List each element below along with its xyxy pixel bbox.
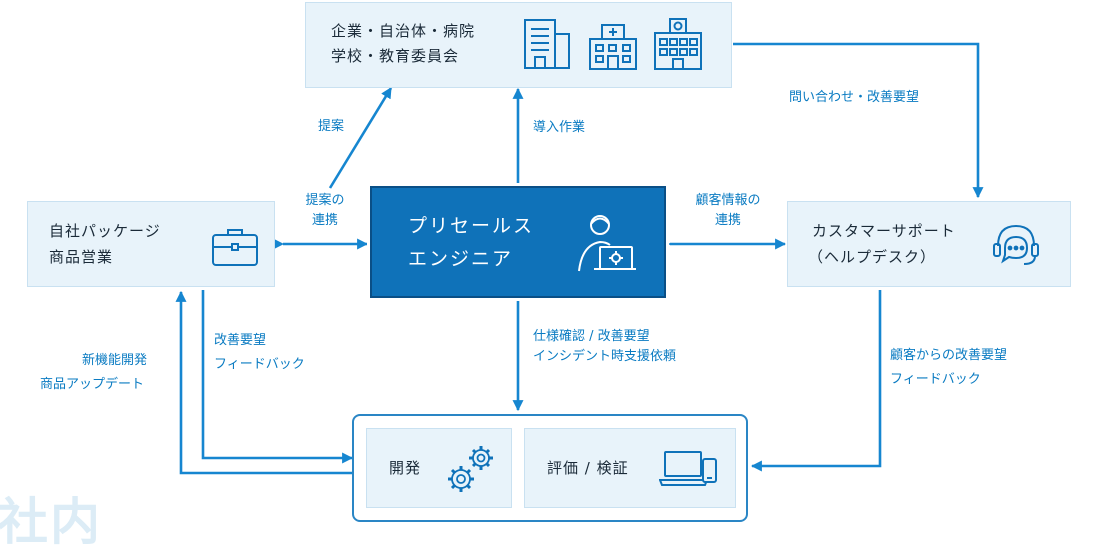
- label-spec-1: 仕様確認 / 改善要望: [533, 329, 650, 344]
- office-building-icon: [524, 19, 570, 69]
- presales-label-line1: プリセールス: [408, 215, 535, 237]
- label-support-feedback-2: フィードバック: [890, 372, 981, 387]
- evaluation-label: 評価 / 検証: [547, 459, 629, 477]
- label-proposal-collab-2: 連携: [311, 213, 338, 228]
- label-new-dev-2: 商品アップデート: [40, 377, 145, 392]
- label-inquiry: 問い合わせ・改善要望: [789, 90, 920, 105]
- label-proposal-collab-1: 提案の: [305, 193, 345, 208]
- sales-label-line2: 商品営業: [49, 248, 114, 266]
- gears-icon: [448, 446, 493, 492]
- arrow-inquiry: [733, 42, 984, 199]
- label-spec-2: インシデント時支援依頼: [533, 349, 677, 364]
- label-introduction: 導入作業: [533, 120, 586, 135]
- presales-engineer-box: プリセールス エンジニア: [370, 186, 666, 298]
- label-sales-feedback-2: フィードバック: [214, 357, 305, 372]
- label-customer-info-2: 連携: [714, 213, 741, 228]
- development-box: 開発: [366, 428, 512, 508]
- school-icon: [654, 18, 702, 70]
- label-customer-info-1: 顧客情報の: [695, 193, 761, 208]
- label-proposal: 提案: [318, 119, 345, 134]
- internal-watermark: 社内: [0, 493, 102, 551]
- evaluation-box: 評価 / 検証: [524, 428, 736, 508]
- support-label-line1: カスタマーサポート: [812, 222, 956, 240]
- label-new-dev-1: 新機能開発: [82, 353, 148, 368]
- customer-support-box: カスタマーサポート （ヘルプデスク）: [787, 201, 1071, 287]
- hospital-icon: [589, 24, 637, 70]
- arrow-support-feedback: [750, 290, 882, 472]
- label-support-feedback-1: 顧客からの改善要望: [890, 348, 1008, 363]
- headset-chat-icon: [993, 224, 1039, 265]
- briefcase-icon: [212, 229, 258, 266]
- internal-dev-group: 開発 評価: [352, 414, 748, 522]
- customer-label-line2: 学校・教育委員会: [331, 47, 460, 65]
- sales-label-line1: 自社パッケージ: [49, 222, 161, 240]
- sales-box: 自社パッケージ 商品営業: [27, 201, 275, 287]
- arrow-new-dev: [175, 290, 352, 475]
- laptop-phone-icon: [659, 451, 717, 486]
- arrow-proposal: [328, 87, 393, 189]
- arrow-sales-feedback: [201, 290, 354, 464]
- customer-label-line1: 企業・自治体・病院: [331, 22, 476, 40]
- label-sales-feedback-1: 改善要望: [214, 333, 267, 348]
- customer-box: 企業・自治体・病院 学校・教育委員会: [305, 2, 732, 88]
- presales-label-line2: エンジニア: [408, 248, 514, 270]
- development-label: 開発: [389, 459, 422, 477]
- engineer-at-computer-icon: [578, 215, 636, 272]
- support-label-line2: （ヘルプデスク）: [808, 248, 937, 266]
